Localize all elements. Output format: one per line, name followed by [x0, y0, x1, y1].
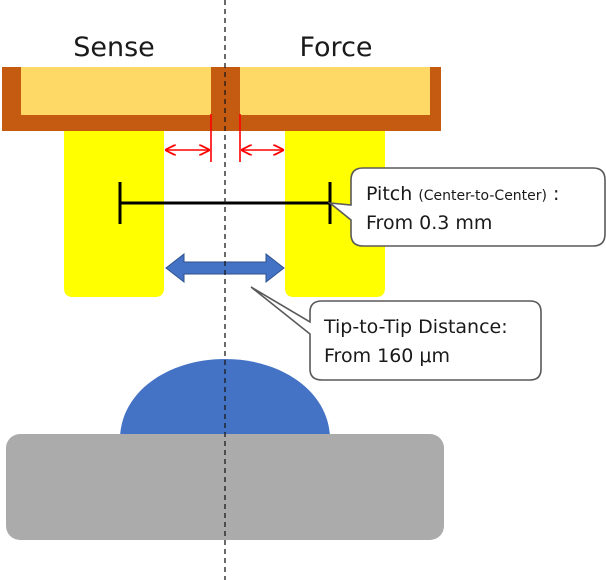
pitch-title: Pitch [366, 183, 412, 205]
pitch-callout-title-line: Pitch (Center-to-Center) : [366, 183, 559, 205]
tip-distance-callout-box [250, 286, 542, 381]
tip-distance-value: From 160 μm [324, 345, 450, 367]
pitch-value: From 0.3 mm [366, 212, 492, 234]
tip-distance-arrow [165, 252, 285, 284]
sense-label: Sense [73, 32, 155, 63]
force-label: Force [299, 32, 372, 63]
pitch-qualifier: (Center-to-Center) [418, 188, 547, 204]
force-plate [240, 67, 430, 115]
sense-probe-tip [64, 131, 164, 297]
pitch-colon: : [553, 183, 559, 205]
tip-distance-title: Tip-to-Tip Distance: [323, 316, 508, 338]
sense-plate [21, 67, 211, 115]
pitch-callout-box [327, 167, 606, 247]
